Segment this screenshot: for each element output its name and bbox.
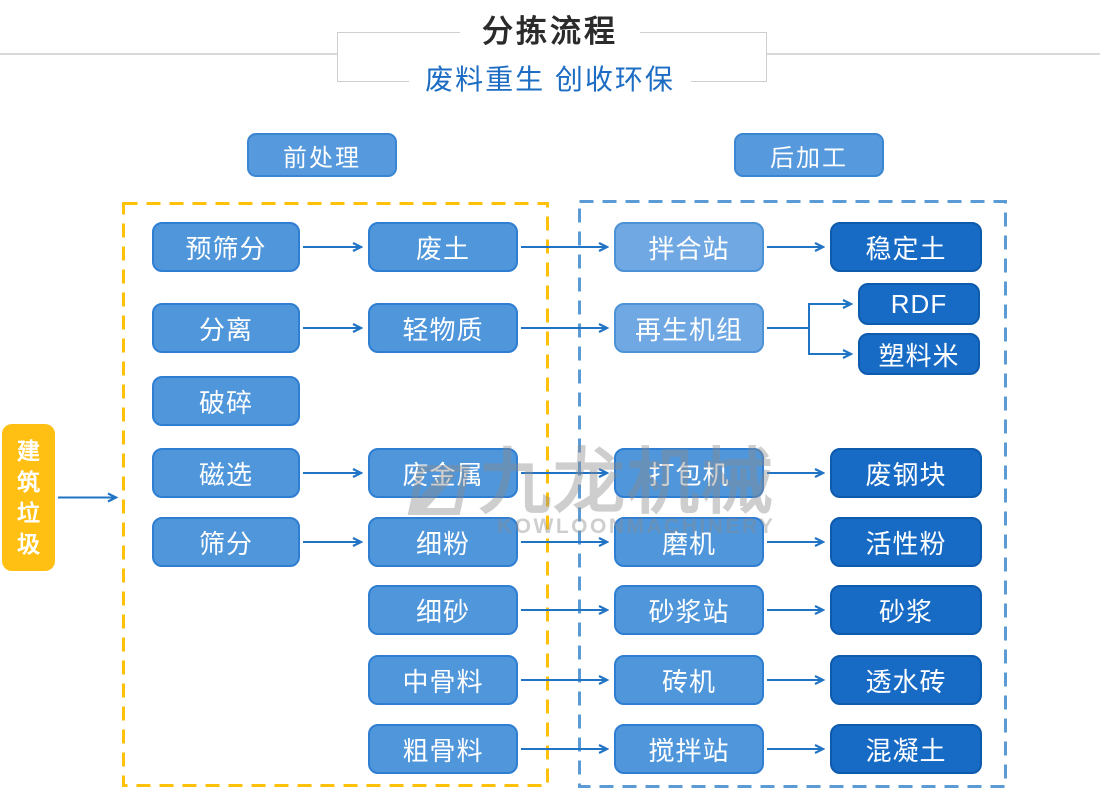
flow-arrow-regeneration-unit-to-plastic-pellets	[767, 327, 851, 354]
flow-node-pre-screening: 预筛分	[152, 222, 300, 272]
flow-node-agitating-station: 搅拌站	[614, 724, 764, 774]
flow-node-rdf: RDF	[858, 283, 980, 325]
flow-node-concrete: 混凝土	[830, 724, 982, 774]
flow-node-brick-machine: 砖机	[614, 655, 764, 705]
flow-node-permeable-brick: 透水砖	[830, 655, 982, 705]
flow-node-waste-soil: 废土	[368, 222, 518, 272]
flow-node-fine-powder: 细粉	[368, 517, 518, 567]
post-processing-label: 后加工	[734, 133, 884, 177]
flow-node-medium-aggregate: 中骨料	[368, 655, 518, 705]
flow-node-magnetic-separation: 磁选	[152, 448, 300, 498]
flow-node-waste-steel: 废钢块	[830, 448, 982, 498]
page-title: 分拣流程	[460, 15, 640, 49]
flow-node-regeneration-unit: 再生机组	[614, 303, 764, 353]
flow-arrow-regeneration-unit-to-rdf	[767, 304, 851, 329]
page-subtitle: 废料重生 创收环保	[409, 64, 691, 96]
flow-node-fine-sand: 细砂	[368, 585, 518, 635]
flow-node-mortar-station: 砂浆站	[614, 585, 764, 635]
flow-node-active-powder: 活性粉	[830, 517, 982, 567]
flow-node-stabilized-soil: 稳定土	[830, 222, 982, 272]
flow-node-crushing: 破碎	[152, 376, 300, 426]
flow-node-waste-metal: 废金属	[368, 448, 518, 498]
flow-node-mill: 磨机	[614, 517, 764, 567]
flow-node-mortar: 砂浆	[830, 585, 982, 635]
flow-node-coarse-aggregate: 粗骨料	[368, 724, 518, 774]
flow-node-plastic-pellets: 塑料米	[858, 333, 980, 375]
flow-node-baler: 打包机	[614, 448, 764, 498]
flow-node-mixing-station: 拌合站	[614, 222, 764, 272]
flow-node-screening: 筛分	[152, 517, 300, 567]
flow-node-light-material: 轻物质	[368, 303, 518, 353]
pre-processing-label: 前处理	[247, 133, 397, 177]
flow-node-separation: 分离	[152, 303, 300, 353]
flow-node-construction-waste: 建筑垃圾	[2, 424, 55, 571]
